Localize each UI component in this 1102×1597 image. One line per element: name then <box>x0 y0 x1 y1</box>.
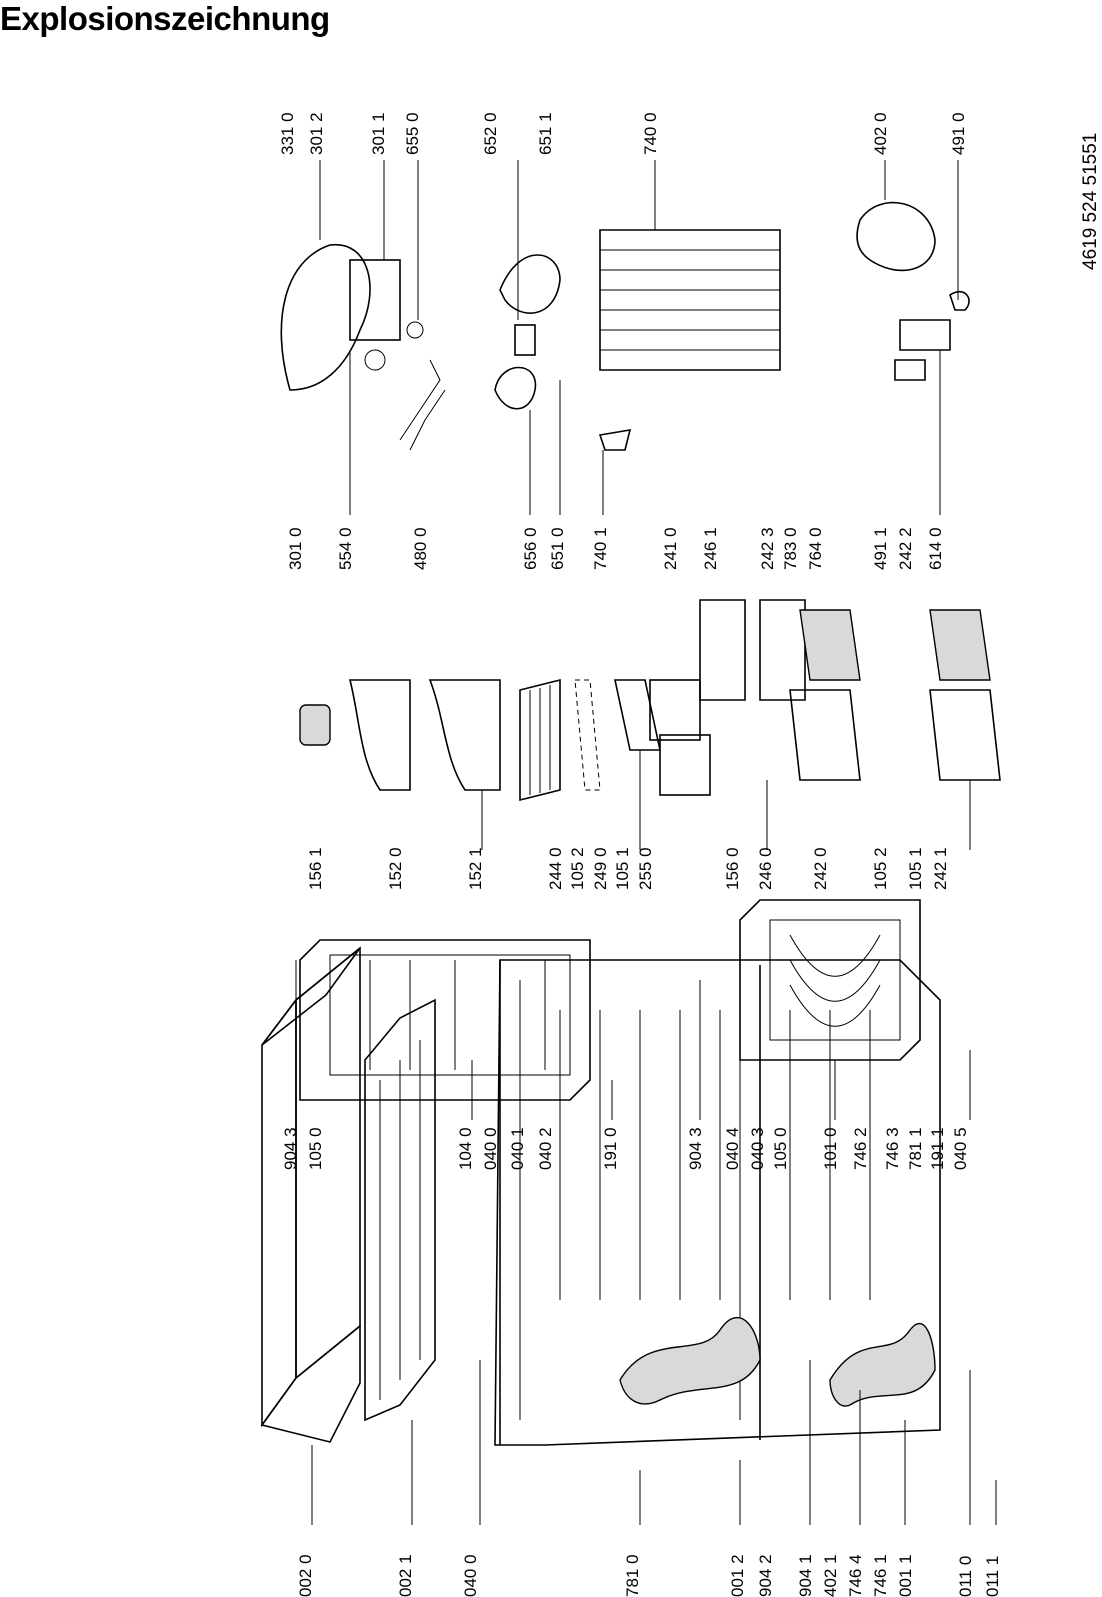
part-label-040-4: 040 4 <box>723 1127 742 1170</box>
part-label-651-1: 651 1 <box>536 112 555 155</box>
part-label-480-0: 480 0 <box>411 527 430 570</box>
part-label-402-1: 402 1 <box>821 1554 840 1597</box>
part-label-104-0: 104 0 <box>456 1127 475 1170</box>
part-label-904-3: 904 3 <box>281 1127 300 1170</box>
thermostat <box>598 429 632 451</box>
part-label-652-0: 652 0 <box>481 112 500 155</box>
egg-tray <box>299 704 331 746</box>
part-label-011-0: 011 0 <box>956 1556 975 1597</box>
part-label-105-0: 105 0 <box>306 1127 325 1170</box>
part-label-101-0: 101 0 <box>821 1127 840 1170</box>
compressor <box>856 201 970 381</box>
part-label-764-0: 764 0 <box>806 527 825 570</box>
part-label-301-0: 301 0 <box>286 527 305 570</box>
part-label-491-0: 491 0 <box>949 112 968 155</box>
part-label-241-0: 241 0 <box>661 527 680 570</box>
part-label-655-0: 655 0 <box>403 112 422 155</box>
door-shelf-1 <box>348 679 411 791</box>
part-label-554-0: 554 0 <box>336 527 355 570</box>
part-label-001-2: 001 2 <box>728 1554 747 1597</box>
door-upper <box>299 939 591 1101</box>
control-panel <box>280 244 424 391</box>
wiring-harness <box>399 359 446 451</box>
part-label-331-0: 331 0 <box>278 112 297 155</box>
part-label-040-0: 040 0 <box>481 1127 500 1170</box>
door-lower <box>739 899 921 1061</box>
part-label-255-0: 255 0 <box>636 847 655 890</box>
part-label-301-1: 301 1 <box>369 112 388 155</box>
wire-shelf <box>519 678 561 802</box>
part-label-242-2: 242 2 <box>896 527 915 570</box>
part-label-040-2: 040 2 <box>536 1127 555 1170</box>
part-label-105-2: 105 2 <box>568 847 587 890</box>
part-label-105-0: 105 0 <box>771 1127 790 1170</box>
part-label-152-1: 152 1 <box>466 847 485 890</box>
part-label-152-0: 152 0 <box>386 847 405 890</box>
door-shelf-2 <box>428 679 501 791</box>
part-label-242-0: 242 0 <box>811 847 830 890</box>
freezer-baskets <box>789 609 1001 781</box>
part-label-040-0: 040 0 <box>461 1554 480 1597</box>
page-title: Explosionszeichnung <box>0 0 330 37</box>
part-label-246-1: 246 1 <box>701 527 720 570</box>
part-label-781-1: 781 1 <box>906 1127 925 1170</box>
part-label-105-2: 105 2 <box>871 847 890 890</box>
part-label-656-0: 656 0 <box>521 527 540 570</box>
part-number-labels: 002 0 002 1 040 0 781 0 001 2 904 2 904 1 402 1… <box>278 112 1002 1597</box>
part-label-740-1: 740 1 <box>591 527 610 570</box>
part-label-242-1: 242 1 <box>931 847 950 890</box>
part-label-002-0: 002 0 <box>296 1554 315 1597</box>
part-label-156-0: 156 0 <box>723 847 742 890</box>
part-label-011-1: 011 1 <box>983 1556 1002 1597</box>
top-frame <box>364 998 436 1422</box>
part-label-105-1: 105 1 <box>613 847 632 890</box>
part-label-904-3: 904 3 <box>686 1127 705 1170</box>
part-label-402-0: 402 0 <box>871 112 890 155</box>
part-label-614-0: 614 0 <box>926 527 945 570</box>
part-label-740-0: 740 0 <box>641 112 660 155</box>
lamp-housing <box>494 254 561 410</box>
part-label-040-5: 040 5 <box>951 1127 970 1170</box>
part-label-244-0: 244 0 <box>546 847 565 890</box>
part-label-001-1: 001 1 <box>896 1554 915 1597</box>
drawer-boxes <box>649 599 806 796</box>
part-label-491-1: 491 1 <box>871 527 890 570</box>
part-label-746-4: 746 4 <box>846 1554 865 1597</box>
part-label-746-2: 746 2 <box>851 1127 870 1170</box>
part-label-651-0: 651 0 <box>548 527 567 570</box>
part-label-156-1: 156 1 <box>306 847 325 890</box>
condenser <box>599 229 781 371</box>
part-label-904-2: 904 2 <box>756 1554 775 1597</box>
part-label-002-1: 002 1 <box>396 1554 415 1597</box>
leader-lines <box>295 160 997 1525</box>
cabinet-body <box>494 959 941 1446</box>
part-label-249-0: 249 0 <box>591 847 610 890</box>
part-label-301-2: 301 2 <box>307 112 326 155</box>
part-label-746-3: 746 3 <box>883 1127 902 1170</box>
part-label-904-1: 904 1 <box>796 1554 815 1597</box>
part-label-783-0: 783 0 <box>781 527 800 570</box>
glass-shelf <box>574 679 661 791</box>
part-label-105-1: 105 1 <box>906 847 925 890</box>
part-label-781-0: 781 0 <box>623 1554 642 1597</box>
part-label-040-3: 040 3 <box>748 1127 767 1170</box>
part-label-746-1: 746 1 <box>871 1554 890 1597</box>
part-label-040-1: 040 1 <box>508 1127 527 1170</box>
part-label-242-3: 242 3 <box>758 527 777 570</box>
part-label-191-0: 191 0 <box>601 1127 620 1170</box>
part-label-246-0: 246 0 <box>756 847 775 890</box>
worktop-lid <box>260 946 361 1443</box>
part-label-191-1: 191 1 <box>928 1127 947 1170</box>
